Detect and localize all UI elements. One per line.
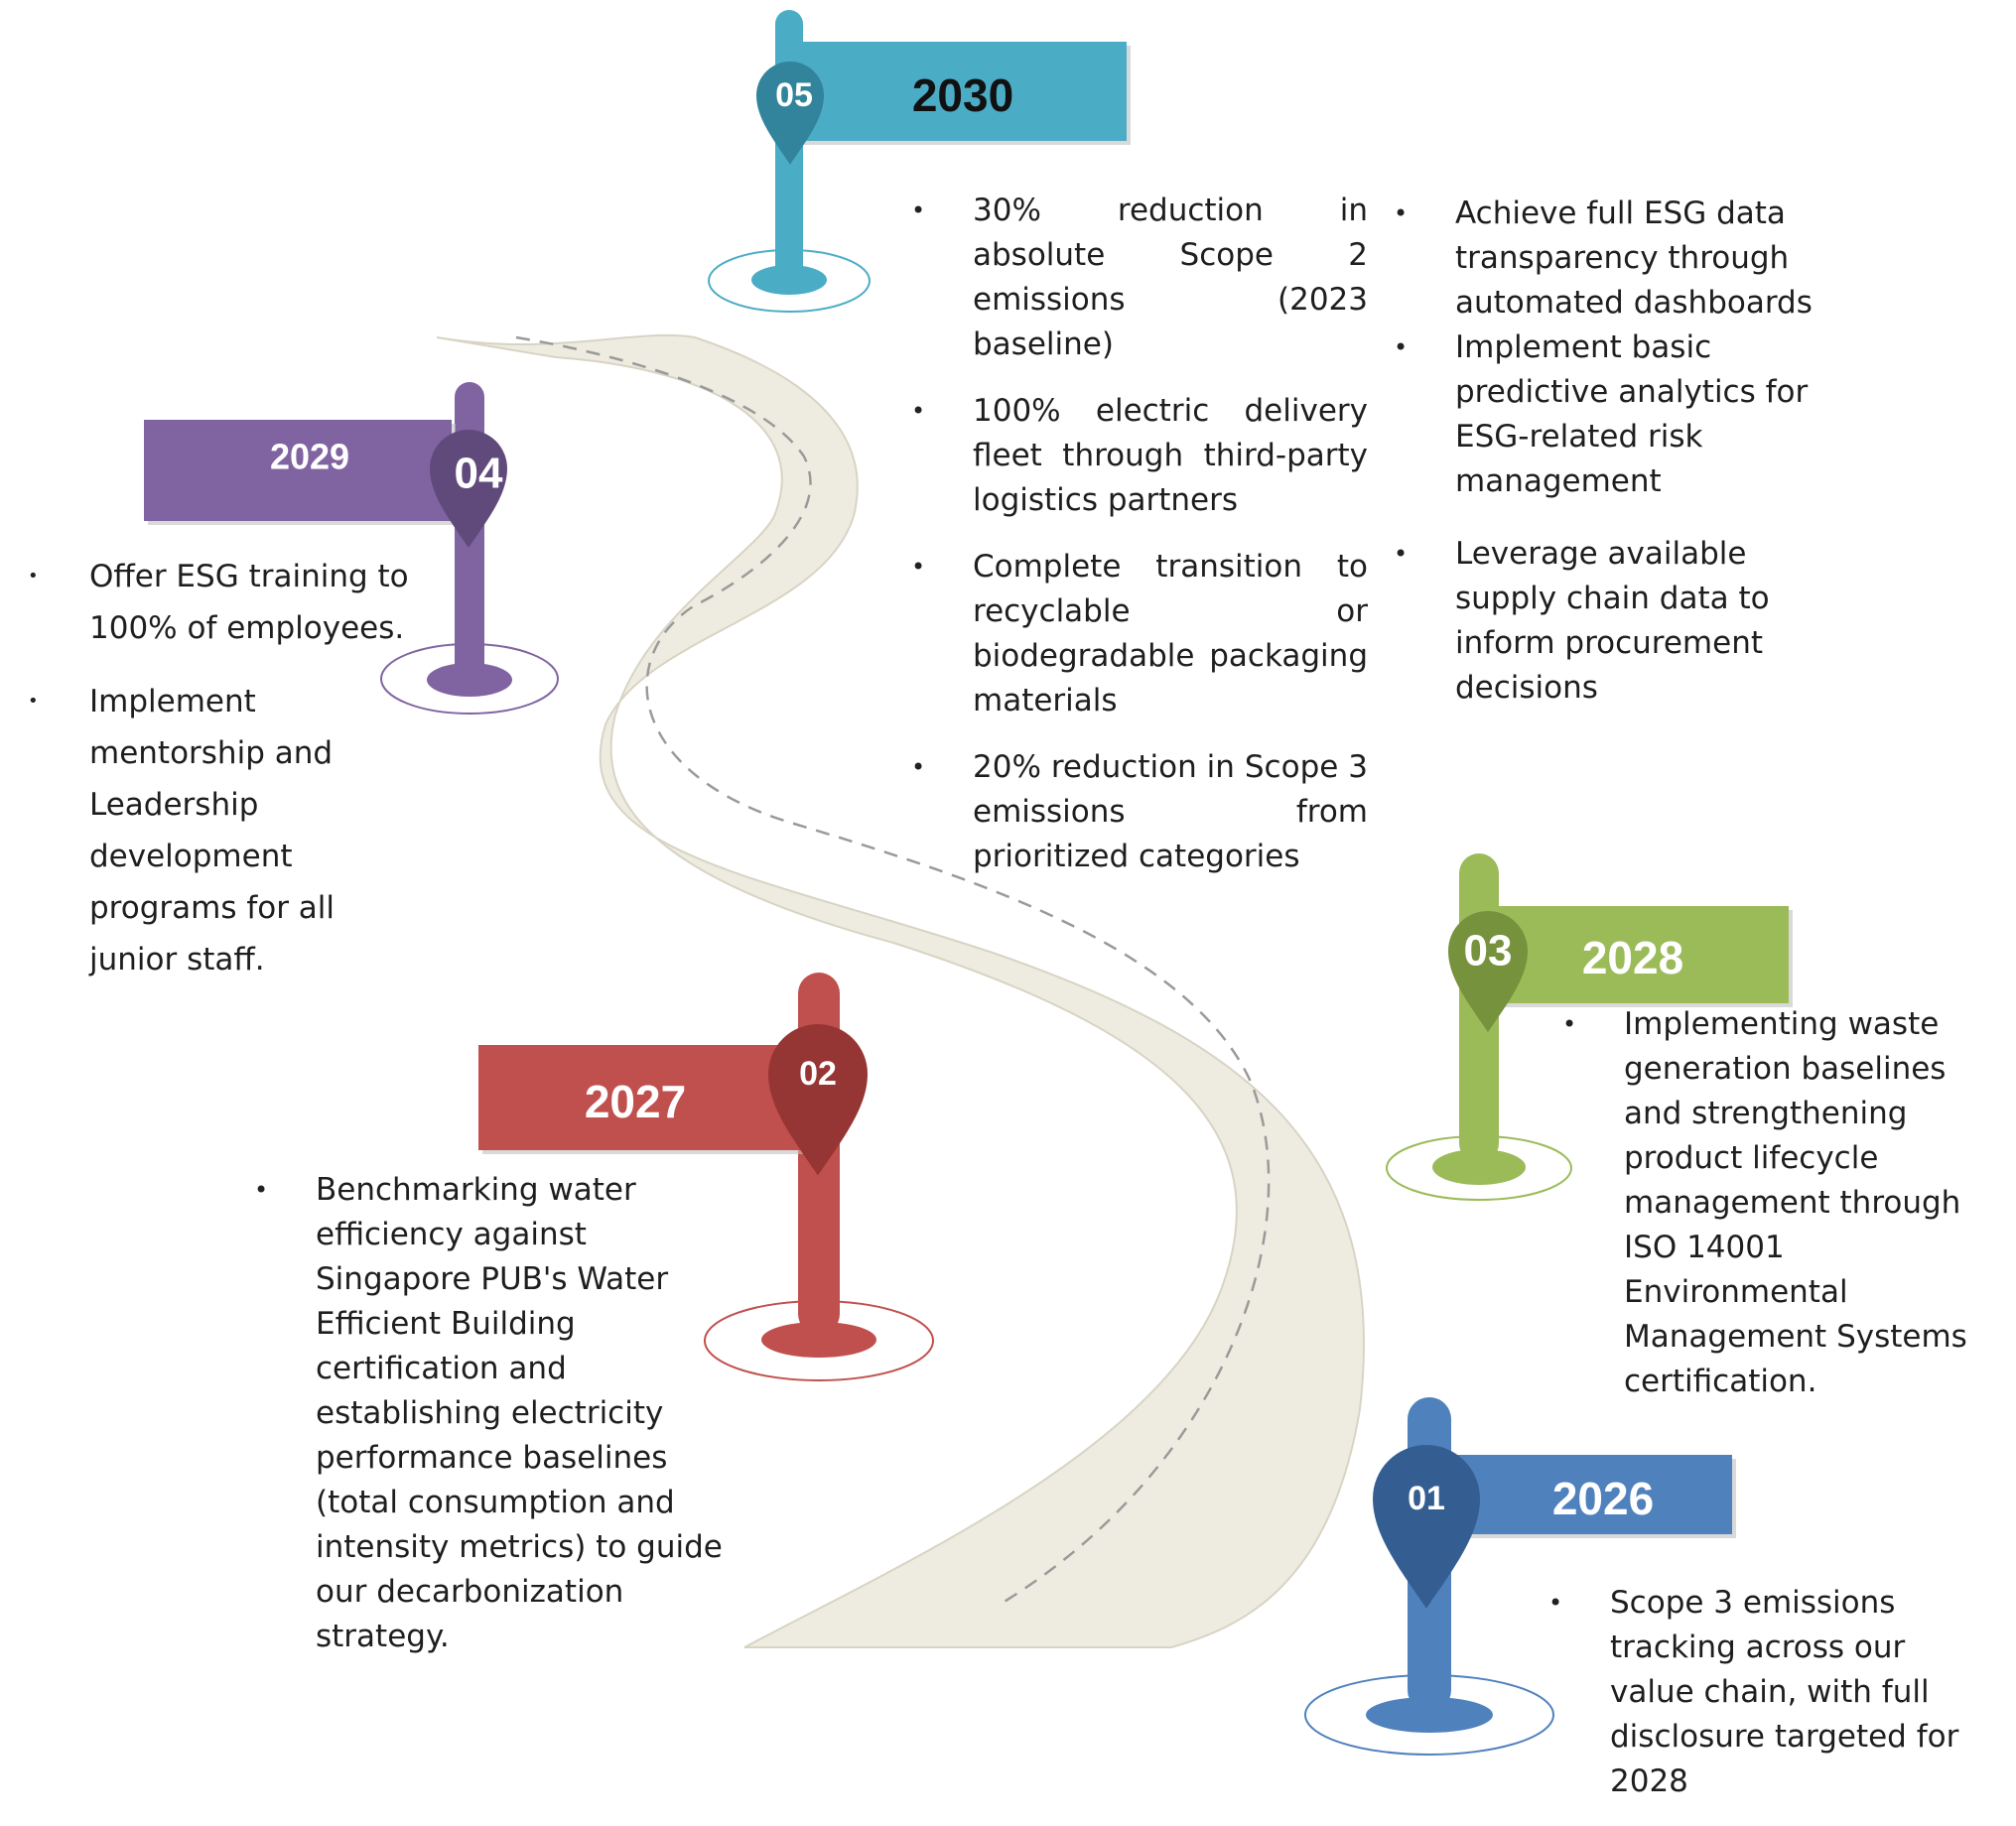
map-pin-icon [756, 62, 824, 165]
milestone-number: 02 [799, 1055, 837, 1093]
milestone-2030-list-a: 30% reduction in absolute Scope 2 emissi… [911, 189, 1368, 901]
list-item: Benchmarking water efficiency against Si… [254, 1168, 750, 1659]
signpost-base [761, 1322, 876, 1358]
milestone-year: 2029 [270, 437, 349, 477]
signpost-base [1432, 1149, 1526, 1185]
milestone-year: 2026 [1552, 1473, 1654, 1524]
signpost-2027: 02 2027 [478, 973, 934, 1381]
signpost-flag [1479, 906, 1789, 1003]
milestone-year: 2030 [912, 69, 1013, 121]
milestone-2026-list: Scope 3 emissions tracking across our va… [1548, 1581, 1965, 1826]
signpost-base [427, 663, 512, 697]
signpost-flag [144, 420, 452, 521]
milestone-number: 01 [1408, 1480, 1445, 1517]
road-center-line [515, 335, 1271, 1605]
milestone-2027-list: Benchmarking water efficiency against Si… [254, 1168, 750, 1681]
map-pin-icon [430, 430, 507, 548]
milestone-year: 2027 [585, 1076, 686, 1127]
signpost-2026: 01 2026 [1304, 1397, 1736, 1756]
signpost-2028: 03 2028 [1386, 853, 1793, 1201]
list-item: 20% reduction in Scope 3 emissions from … [911, 745, 1368, 879]
milestone-number: 05 [775, 76, 813, 114]
milestone-year: 2028 [1582, 932, 1683, 983]
signpost-2029: 04 2029 [144, 382, 559, 715]
milestone-2028-list: Implementing waste generation baselines … [1562, 1002, 2009, 1426]
list-item: Implement mentorship and Leadership deve… [28, 676, 425, 985]
road [436, 333, 1365, 1648]
list-item: Scope 3 emissions tracking across our va… [1548, 1581, 1965, 1804]
milestone-2029-list: Offer ESG training to 100% of employees.… [28, 551, 425, 1007]
list-item: Offer ESG training to 100% of employees. [28, 551, 425, 654]
map-pin-icon [768, 1024, 868, 1176]
signpost-flag [789, 42, 1127, 141]
signpost-2030: 05 2030 [708, 10, 1131, 313]
milestone-2030-list-b: Achieve full ESG data transparency throu… [1394, 192, 1820, 732]
list-item: Leverage available supply chain data to … [1394, 532, 1820, 711]
list-item: 30% reduction in absolute Scope 2 emissi… [911, 189, 1368, 367]
list-item: 100% electric delivery fleet through thi… [911, 389, 1368, 523]
list-item: Complete transition to recyclable or bio… [911, 545, 1368, 723]
milestone-number: 04 [455, 450, 503, 498]
list-item: Implementing waste generation baselines … [1562, 1002, 2009, 1404]
list-item: Achieve full ESG data transparency throu… [1394, 192, 1820, 326]
milestone-number: 03 [1464, 927, 1513, 976]
map-pin-icon [1373, 1445, 1480, 1609]
list-item: Implement basic predictive analytics for… [1394, 326, 1820, 504]
signpost-base [1366, 1697, 1493, 1733]
signpost-flag [478, 1045, 811, 1150]
map-pin-icon [1448, 911, 1528, 1032]
